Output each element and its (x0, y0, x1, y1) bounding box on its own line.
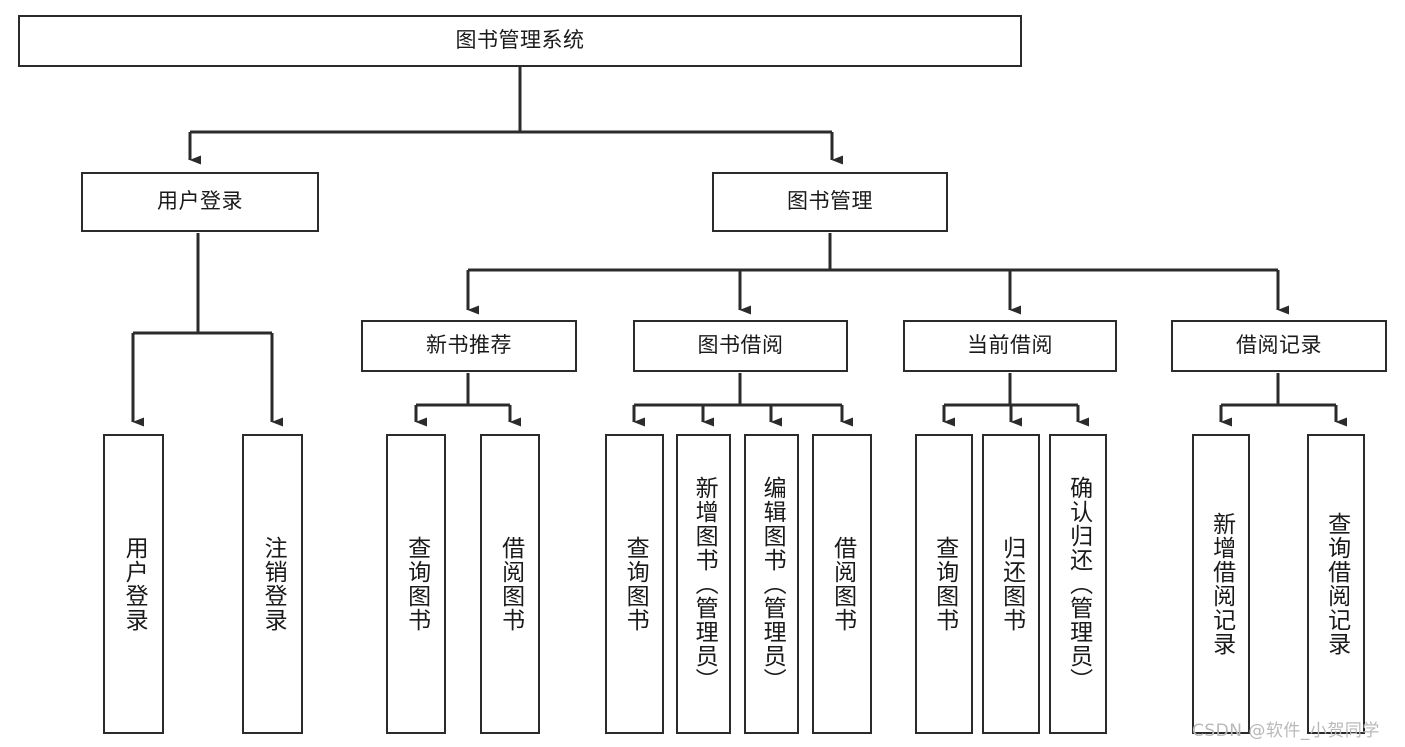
node-label: 归还图书 (998, 536, 1025, 632)
node-label: 新增借阅记录 (1208, 512, 1235, 656)
leaf-recommend-query-book[interactable]: 查询图书 (386, 434, 446, 734)
leaf-user-logout[interactable]: 注销登录 (242, 434, 303, 734)
leaf-recommend-borrow-book[interactable]: 借阅图书 (480, 434, 540, 734)
node-label: 注销登录 (260, 536, 287, 632)
node-label: 编辑图书（管理员） (759, 476, 786, 692)
leaf-record-query-record[interactable]: 查询借阅记录 (1307, 434, 1365, 734)
leaf-user-login[interactable]: 用户登录 (103, 434, 164, 734)
node-user-login[interactable]: 用户登录 (81, 172, 319, 232)
node-book-management[interactable]: 图书管理 (712, 172, 948, 232)
node-label: 用户登录 (121, 536, 148, 632)
node-label: 图书管理系统 (455, 28, 585, 53)
node-current-borrow[interactable]: 当前借阅 (903, 320, 1117, 372)
node-root-system[interactable]: 图书管理系统 (18, 15, 1022, 67)
leaf-borrow-edit-book-admin[interactable]: 编辑图书（管理员） (744, 434, 799, 734)
node-label: 图书管理 (787, 189, 873, 214)
leaf-borrow-add-book-admin[interactable]: 新增图书（管理员） (676, 434, 731, 734)
leaf-borrow-query-book[interactable]: 查询图书 (605, 434, 664, 734)
node-label: 用户登录 (157, 189, 243, 214)
leaf-current-confirm-return-admin[interactable]: 确认归还（管理员） (1049, 434, 1107, 734)
node-label: 查询图书 (622, 536, 649, 632)
node-book-borrow[interactable]: 图书借阅 (633, 320, 848, 372)
node-label: 当前借阅 (967, 333, 1053, 358)
node-borrow-record[interactable]: 借阅记录 (1171, 320, 1387, 372)
node-new-book-recommend[interactable]: 新书推荐 (361, 320, 577, 372)
csdn-watermark: CSDN @软件_小贺同学 (1192, 721, 1380, 741)
node-label: 借阅记录 (1236, 333, 1322, 358)
node-label: 查询图书 (931, 536, 958, 632)
node-label: 借阅图书 (829, 536, 856, 632)
node-label: 查询图书 (403, 536, 430, 632)
node-label: 新书推荐 (426, 333, 512, 358)
leaf-current-query-book[interactable]: 查询图书 (915, 434, 973, 734)
node-label: 借阅图书 (497, 536, 524, 632)
node-label: 图书借阅 (697, 333, 784, 358)
node-label: 查询借阅记录 (1323, 512, 1350, 656)
node-label: 新增图书（管理员） (691, 476, 718, 692)
leaf-current-return-book[interactable]: 归还图书 (982, 434, 1040, 734)
leaf-record-add-record[interactable]: 新增借阅记录 (1192, 434, 1250, 734)
leaf-borrow-borrow-book[interactable]: 借阅图书 (812, 434, 872, 734)
node-label: 确认归还（管理员） (1065, 476, 1092, 692)
